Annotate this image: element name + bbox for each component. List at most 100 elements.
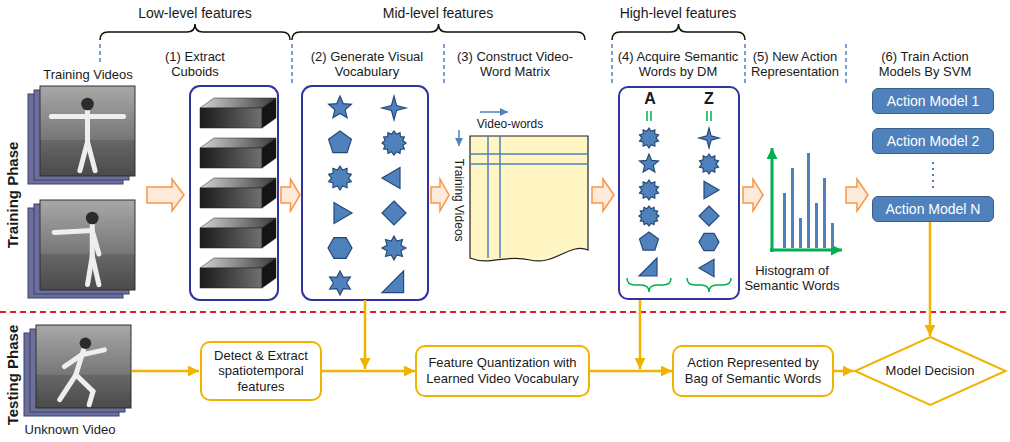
cuboid-front	[200, 108, 262, 128]
phase-label: Training Phase	[4, 142, 21, 249]
step-heading: (5) New Action Representation	[751, 49, 839, 80]
decision-outline	[855, 337, 1006, 405]
vocabulary-symbol	[640, 128, 659, 148]
semantic-word-panel: AZ	[618, 86, 740, 300]
decision-diamond: Model Decision	[854, 336, 1007, 406]
vocabulary-symbol	[329, 166, 352, 190]
label-box: High-level features	[603, 5, 753, 22]
axis-arrow	[458, 130, 460, 146]
vocabulary-symbol	[329, 96, 352, 118]
video-frame	[40, 200, 135, 290]
vocabulary-symbol	[328, 238, 352, 259]
flow-arrow	[592, 179, 614, 211]
histogram-bar	[783, 193, 786, 248]
flow-connector	[834, 370, 854, 373]
cuboid-front	[200, 228, 262, 248]
cuboid-front	[200, 268, 262, 288]
process-box: Detect & Extract spatiotemporal features	[200, 341, 322, 402]
video-frame	[40, 86, 135, 176]
vocabulary-symbol	[334, 203, 352, 224]
ellipsis-dots	[932, 162, 934, 190]
vocabulary-symbol	[639, 258, 657, 276]
phase-divider	[0, 311, 1010, 313]
step-heading: (1) Extract Cuboids	[165, 49, 225, 80]
process-text: Feature Quantization with Learned Video …	[426, 355, 578, 386]
histogram-bar	[807, 153, 810, 248]
flow-connector	[590, 370, 672, 373]
step-separator	[291, 44, 293, 84]
person-limb	[76, 375, 93, 392]
axis-label: Video-words	[477, 117, 543, 131]
person-head	[81, 98, 94, 111]
vocabulary-symbol	[640, 232, 659, 250]
node-text-holder: Model Decision	[879, 363, 980, 379]
step-separator	[845, 44, 847, 84]
process-text: Action Represented by Bag of Semantic Wo…	[685, 355, 821, 386]
label-box: Histogram of Semantic Words	[740, 263, 844, 294]
feature-brace	[100, 24, 290, 40]
step-separator	[611, 44, 613, 84]
model-name: Action Model 2	[887, 133, 980, 149]
node-text-holder: Feature Quantization with Learned Video …	[425, 355, 580, 386]
label-box: Testing Phase	[4, 315, 22, 435]
cuboid-side	[262, 178, 276, 208]
flow-arrow	[846, 179, 868, 211]
phase-label: Testing Phase	[4, 325, 21, 426]
semantic-word-letter: A	[644, 90, 656, 108]
label-box: Mid-level features	[338, 5, 538, 22]
group-brace	[687, 278, 731, 292]
node-text-holder: Detect & Extract spatiotemporal features	[210, 348, 312, 395]
node-text-holder: Action Model 2	[887, 133, 980, 149]
step-heading: (4) Acquire Semantic Words by DM	[618, 49, 739, 80]
person-head	[86, 212, 99, 225]
node-text-holder: Action Model N	[886, 201, 981, 217]
histogram-bar	[815, 203, 818, 248]
label-box: (5) New Action Representation	[748, 49, 842, 80]
label-box: (3) Construct Video-Word Matrix	[450, 49, 580, 80]
person-limb	[51, 114, 123, 119]
process-box: Action Represented by Bag of Semantic Wo…	[672, 345, 834, 397]
process-text: Detect & Extract spatiotemporal features	[214, 348, 308, 394]
step-separator	[99, 44, 101, 62]
vocabulary-symbol	[329, 131, 352, 153]
step-heading: (6) Train Action Models By SVM	[879, 49, 971, 80]
vocabulary-symbol	[639, 206, 659, 226]
feed-arrow	[132, 370, 199, 373]
axis-arrow	[480, 111, 508, 113]
vocabulary-symbol	[382, 131, 406, 155]
process-box: Feature Quantization with Learned Video …	[415, 345, 590, 397]
semantic-word-letter: Z	[704, 90, 714, 108]
person-limb	[92, 256, 99, 285]
histogram-bar	[799, 218, 802, 248]
vocabulary-symbol	[382, 236, 406, 260]
matrix-column-line	[499, 136, 501, 258]
video-caption: Training Videos	[43, 67, 133, 82]
level-heading: Low-level features	[138, 5, 252, 21]
flow-connector	[929, 222, 932, 336]
vocabulary-symbol	[704, 181, 719, 198]
equal-mark	[650, 111, 652, 121]
matrix-column-line	[487, 136, 489, 258]
person-limb	[82, 350, 105, 355]
action-model-box: Action Model 2	[872, 128, 994, 154]
feed-arrow	[364, 300, 367, 369]
equal-mark	[646, 111, 648, 121]
feature-brace	[292, 24, 585, 40]
video-frames	[28, 86, 135, 184]
step-heading: (3) Construct Video-Word Matrix	[457, 49, 573, 80]
label-box: (6) Train Action Models By SVM	[865, 49, 985, 80]
video-word-matrix	[470, 136, 588, 261]
flow-arrow	[743, 179, 763, 211]
label-box: (1) Extract Cuboids	[145, 49, 245, 80]
vocabulary-symbol	[699, 259, 714, 276]
video-frames	[28, 200, 135, 298]
vocabulary-symbol	[699, 233, 719, 250]
label-box: Training Videos	[452, 145, 466, 255]
video-frame	[36, 325, 131, 408]
cuboid-front	[200, 148, 262, 168]
step-separator	[443, 44, 445, 84]
step-heading: (2) Generate Visual Vocabulary	[311, 49, 424, 80]
flow-arrow	[431, 179, 449, 211]
cuboid-side	[262, 98, 276, 128]
